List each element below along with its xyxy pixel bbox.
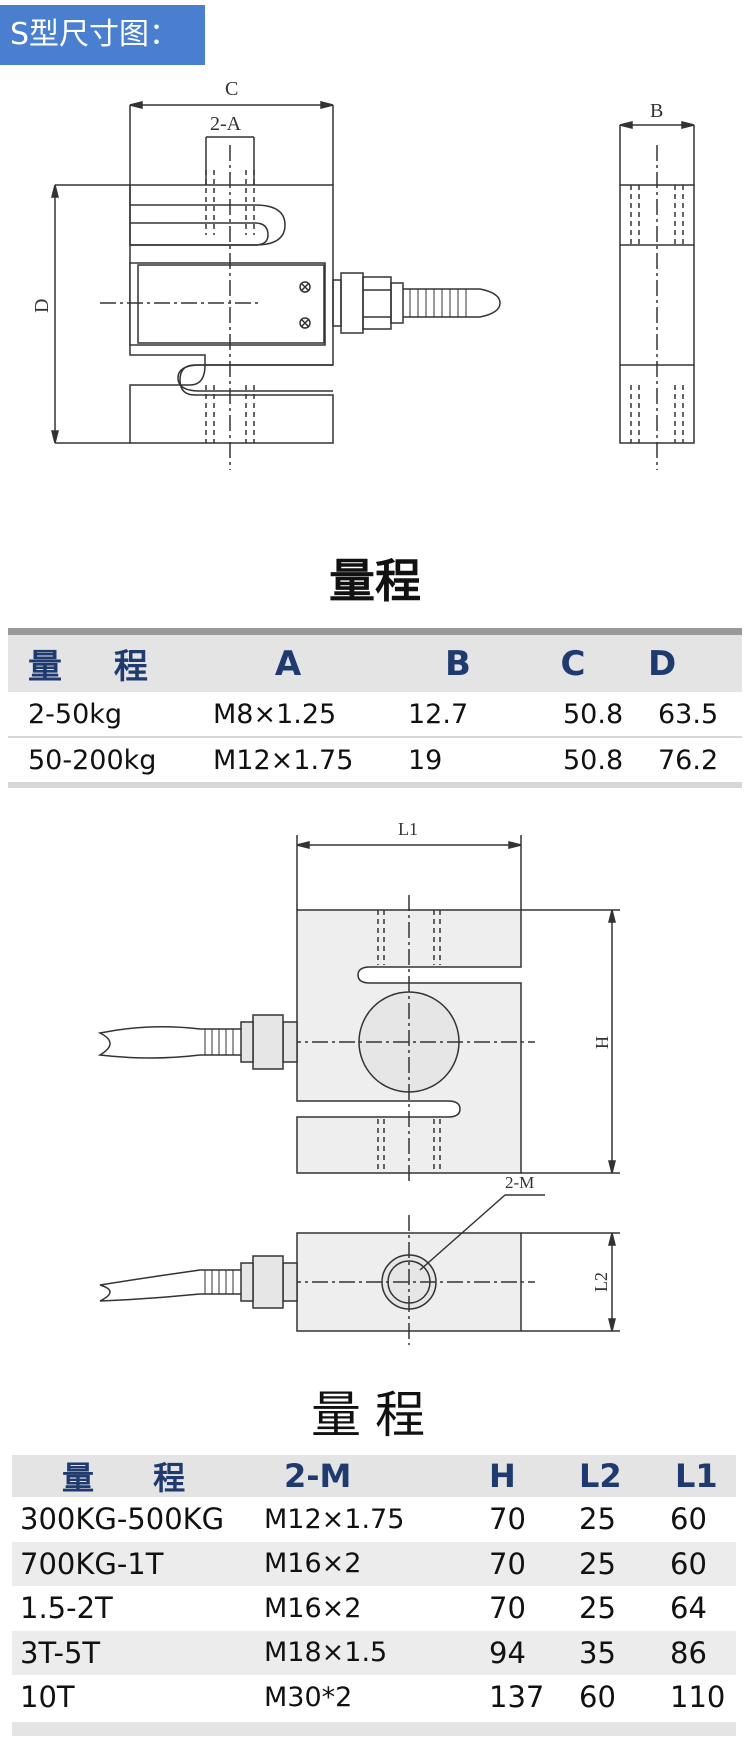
header-cell: D xyxy=(648,643,677,684)
table-cell: M12×1.75 xyxy=(264,1503,405,1535)
table-cell: M16×2 xyxy=(264,1592,362,1624)
table-cell: 64 xyxy=(670,1591,707,1626)
s-type-large-range-drawing: L1 H 2-M L2 xyxy=(97,819,620,1345)
table-row: 10T M30*2 137 60 110 xyxy=(12,1675,736,1720)
table-cell: 60 xyxy=(670,1546,707,1581)
table-cell: 25 xyxy=(579,1591,616,1626)
table-cell: 70 xyxy=(489,1502,526,1537)
table-cell: 1.5-2T xyxy=(20,1591,113,1626)
table-cell: 76.2 xyxy=(658,744,719,776)
table-top-bar xyxy=(8,628,742,635)
table-cell: 12.7 xyxy=(408,698,469,730)
table-cell: 50.8 xyxy=(563,698,624,730)
table-cell: 60 xyxy=(670,1502,707,1537)
dim-label-b: B xyxy=(650,100,663,122)
table-row: 2-50kg M8×1.25 12.7 50.8 63.5 xyxy=(8,692,742,738)
dim-label-l1: L1 xyxy=(398,819,418,839)
dim-label-2a: 2-A xyxy=(210,113,242,135)
table-row: 300KG-500KG M12×1.75 70 25 60 xyxy=(12,1497,736,1542)
table-cell: 300KG-500KG xyxy=(20,1502,225,1537)
header-cell: 量 程 xyxy=(28,647,168,687)
header-cell: C xyxy=(560,643,586,684)
table-cell: 19 xyxy=(408,744,443,776)
section-title-1: 量程 xyxy=(329,554,421,608)
table-cell: 25 xyxy=(579,1502,616,1537)
dim-label-h: H xyxy=(592,1036,612,1049)
header-cell: L1 xyxy=(675,1457,718,1495)
header-cell: A xyxy=(274,643,302,684)
table-cell: 63.5 xyxy=(658,698,719,730)
table-row: 3T-5T M18×1.5 94 35 86 xyxy=(12,1630,736,1675)
table-cell: 50-200kg xyxy=(28,744,157,776)
table-cell: M18×1.5 xyxy=(264,1637,388,1669)
table-row: 700KG-1T M16×2 70 25 60 xyxy=(12,1541,736,1586)
dim-label-d: D xyxy=(31,299,53,313)
table-row: 50-200kg M12×1.75 19 50.8 76.2 xyxy=(8,738,742,788)
header-cell: L2 xyxy=(579,1457,622,1495)
table-cell: 35 xyxy=(579,1635,616,1670)
table-cell: 60 xyxy=(579,1680,616,1715)
table-cell: 137 xyxy=(489,1680,545,1715)
table-header-row: 量 程 2-M H L2 L1 xyxy=(12,1455,736,1497)
dim-label-l2: L2 xyxy=(591,1272,611,1292)
table-cell: M8×1.25 xyxy=(213,698,337,730)
header-cell: 2-M xyxy=(284,1457,352,1495)
spec-table-2: 量 程 2-M H L2 L1 300KG-500KG M12×1.75 70 … xyxy=(12,1455,736,1736)
table-header-row: 量 程 A B C D xyxy=(8,635,742,692)
table-cell: 2-50kg xyxy=(28,698,123,730)
dim-label-2m: 2-M xyxy=(505,1173,534,1192)
header-cell: B xyxy=(445,643,471,684)
table-cell: 110 xyxy=(670,1680,726,1715)
section-header-badge: S型尺寸图： xyxy=(0,5,205,65)
dim-label-c: C xyxy=(225,78,238,100)
table-cell: 70 xyxy=(489,1546,526,1581)
table-cell: 3T-5T xyxy=(20,1635,101,1670)
table-cell: 94 xyxy=(489,1635,526,1670)
table-cell: 50.8 xyxy=(563,744,624,776)
table-bottom-bar xyxy=(12,1721,736,1736)
s-type-front-side-drawing: C 2-A D B xyxy=(31,78,695,470)
header-cell: H xyxy=(489,1457,516,1495)
table-cell: M30*2 xyxy=(264,1681,353,1713)
table-row: 1.5-2T M16×2 70 25 64 xyxy=(12,1586,736,1631)
table-cell: 25 xyxy=(579,1546,616,1581)
table-cell: M16×2 xyxy=(264,1548,362,1580)
spec-table-1: 量 程 A B C D 2-50kg M8×1.25 12.7 50.8 63.… xyxy=(8,628,742,788)
header-cell: 量 程 xyxy=(62,1459,210,1497)
table-cell: 70 xyxy=(489,1591,526,1626)
table-cell: 86 xyxy=(670,1635,707,1670)
table-cell: 10T xyxy=(20,1680,75,1715)
section-title-2: 量程 xyxy=(311,1386,439,1444)
table-cell: M12×1.75 xyxy=(213,744,354,776)
table-cell: 700KG-1T xyxy=(20,1546,164,1581)
